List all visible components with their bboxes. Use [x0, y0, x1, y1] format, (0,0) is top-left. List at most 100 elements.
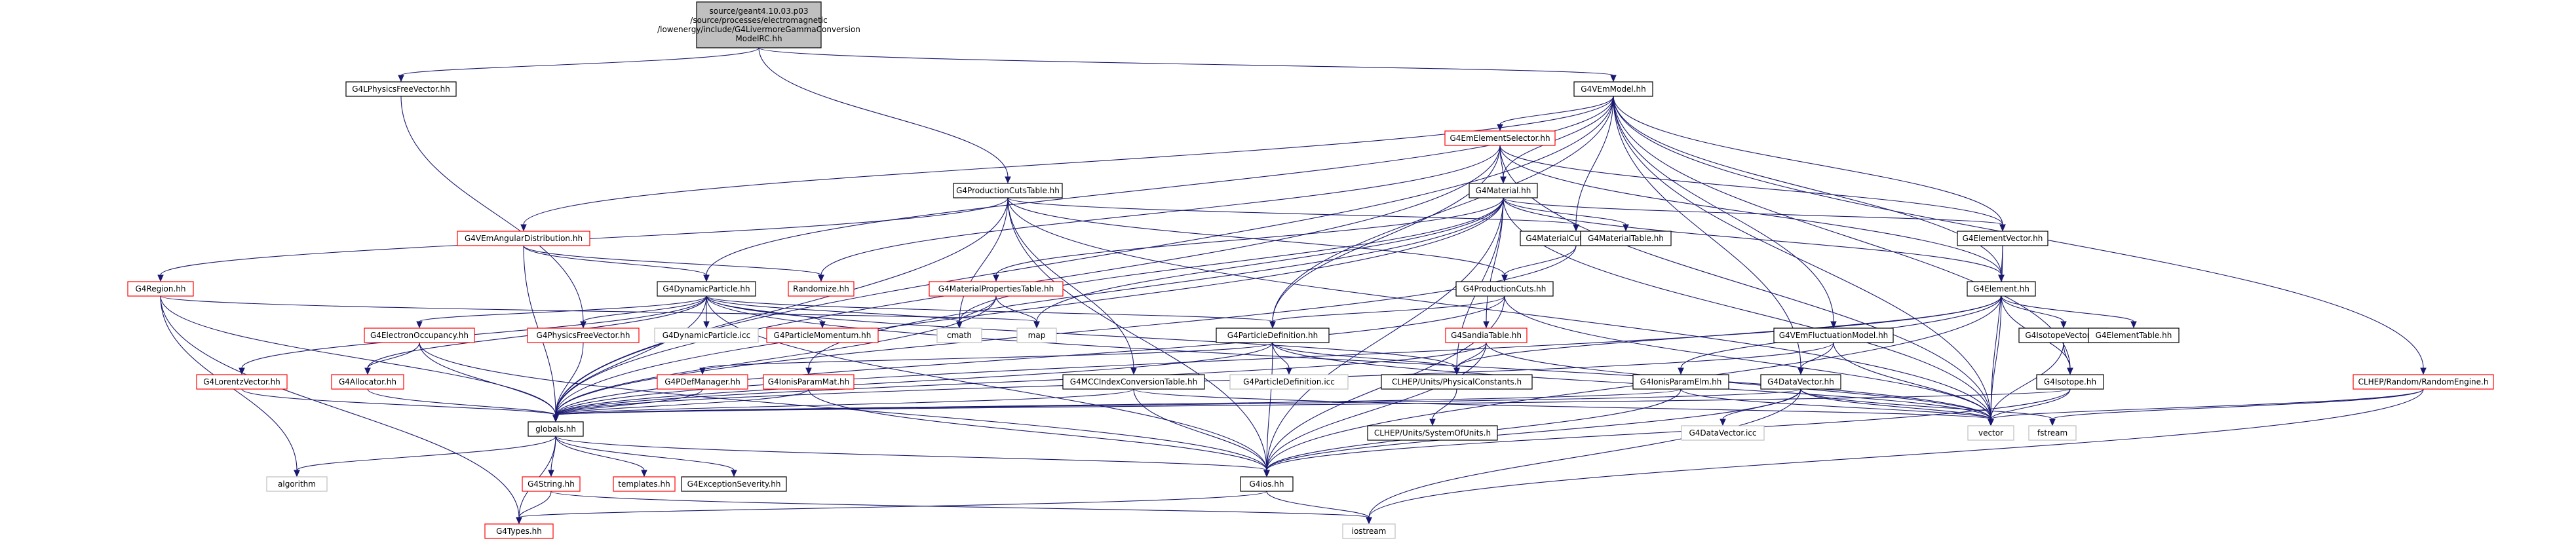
node-label: G4PDefManager.hh [664, 377, 740, 386]
node-label: G4ProductionCuts.hh [1463, 284, 1547, 293]
node-elvec[interactable]: G4ElementVector.hh [1957, 231, 2048, 246]
edge-line [1833, 342, 1991, 420]
edge-line [1007, 197, 1991, 420]
node-box [654, 328, 759, 343]
node-box [528, 421, 584, 437]
node-partmom[interactable]: G4ParticleMomentum.hh [766, 328, 879, 343]
node-isovec[interactable]: G4IsotopeVector.hh [2018, 328, 2109, 343]
node-label: G4String.hh [528, 479, 575, 489]
node-mattable[interactable]: G4MaterialTable.hh [1580, 231, 1672, 246]
node-sandia[interactable]: G4SandiaTable.hh [1445, 328, 1528, 343]
node-root[interactable]: source/geant4.10.03.p03/source/processes… [657, 1, 860, 48]
node-templates[interactable]: templates.hh [613, 476, 676, 492]
edge-lorentz-to-globals [241, 388, 559, 422]
edge-emsel-to-partdef [1269, 145, 1501, 329]
node-cmath[interactable]: cmath [936, 328, 982, 343]
node-box [266, 476, 328, 492]
node-physconst[interactable]: CLHEP/Units/PhysicalConstants.h [1381, 374, 1533, 390]
node-label: G4LPhysicsFreeVector.hh [352, 84, 450, 94]
node-label: G4MaterialTable.hh [1588, 234, 1664, 243]
node-eltable[interactable]: G4ElementTable.hh [2088, 328, 2180, 343]
node-box [1773, 328, 1894, 343]
edge-line [550, 436, 556, 471]
node-label: G4ExceptionSeverity.hh [687, 479, 781, 489]
node-iostream[interactable]: iostream [1342, 523, 1396, 539]
edge-line [1503, 96, 1614, 178]
node-fstream[interactable]: fstream [2028, 425, 2077, 441]
edge-arrowhead [1269, 321, 1276, 329]
node-pdefmgr[interactable]: G4PDefManager.hh [657, 374, 748, 390]
node-matprop[interactable]: G4MaterialPropertiesTable.hh [929, 281, 1064, 297]
node-box [1216, 328, 1330, 343]
edge-globals-to-g4string [548, 436, 556, 477]
edge-root-to-vem [758, 47, 1617, 83]
edge-line [419, 295, 707, 322]
node-partdeficc[interactable]: G4ParticleDefinition.icc [1229, 374, 1349, 390]
node-sysunits[interactable]: CLHEP/Units/SystemOfUnits.h [1367, 425, 1498, 441]
edge-dynpart-to-elocc [416, 295, 707, 329]
node-ionisparam[interactable]: G4IonisParamMat.hh [763, 374, 855, 390]
node-g4ios[interactable]: G4ios.hh [1240, 476, 1294, 492]
node-map[interactable]: map [1016, 328, 1057, 343]
node-label: G4MCCIndexConversionTable.hh [1070, 377, 1197, 386]
node-prodcutsh[interactable]: G4ProductionCuts.hh [1455, 281, 1554, 297]
edge-randeng-to-iostream [1366, 388, 2424, 525]
node-vector[interactable]: vector [1967, 425, 2014, 441]
node-dynicc[interactable]: G4DynamicParticle.icc [654, 328, 759, 343]
edge-line [1613, 96, 2071, 369]
edge-arrowhead [416, 321, 423, 329]
edge-line [400, 96, 584, 322]
node-allocator[interactable]: G4Allocator.hh [331, 374, 404, 390]
edge-arrowhead [993, 274, 999, 282]
edge-arrowhead [818, 274, 824, 282]
node-emsel[interactable]: G4EmElementSelector.hh [1444, 130, 1556, 146]
node-label: G4IonisParamMat.hh [768, 377, 849, 386]
node-g4types[interactable]: G4Types.hh [484, 523, 554, 539]
node-excsev[interactable]: G4ExceptionSeverity.hh [681, 476, 787, 492]
node-label: G4Material.hh [1476, 186, 1531, 195]
node-label: G4ProductionCutsTable.hh [956, 186, 1060, 195]
edge-line [400, 47, 759, 76]
edge-ionisparam-to-globals [552, 388, 809, 422]
node-elocc[interactable]: G4ElectronOccupancy.hh [364, 328, 475, 343]
node-prodcuts[interactable]: G4ProductionCutsTable.hh [953, 183, 1063, 198]
node-label: G4MaterialPropertiesTable.hh [938, 284, 1054, 293]
node-lphys[interactable]: G4LPhysicsFreeVector.hh [345, 81, 457, 97]
edge-line [555, 388, 809, 416]
node-datavec[interactable]: G4DataVector.hh [1760, 374, 1841, 390]
node-dynpart[interactable]: G4DynamicParticle.hh [657, 281, 756, 297]
node-mccindex[interactable]: G4MCCIndexConversionTable.hh [1062, 374, 1205, 390]
node-box [1455, 281, 1554, 297]
node-algorithm[interactable]: algorithm [266, 476, 328, 492]
edge-sandia-to-g4ios [1263, 342, 1487, 477]
edge-g4string-to-g4types [516, 491, 552, 525]
node-g4string[interactable]: G4String.hh [522, 476, 581, 492]
node-randomize[interactable]: Randomize.hh [788, 281, 855, 297]
edge-line [1503, 197, 2003, 225]
node-ionisparamelm[interactable]: G4IonisParamElm.hh [1632, 374, 1729, 390]
node-box [696, 1, 822, 48]
node-physfree[interactable]: G4PhysicsFreeVector.hh [527, 328, 640, 343]
edge-line [1504, 295, 1991, 420]
edge-element-to-isovec [2001, 295, 2067, 329]
node-vem[interactable]: G4VEmModel.hh [1573, 81, 1653, 97]
node-label: fstream [2037, 428, 2067, 438]
node-randeng[interactable]: CLHEP/Random/RandomEngine.h [2353, 374, 2494, 390]
node-datavecicc[interactable]: G4DataVector.icc [1681, 425, 1765, 441]
node-box [2036, 374, 2104, 390]
node-partdef[interactable]: G4ParticleDefinition.hh [1216, 328, 1330, 343]
edge-arrowhead [1005, 176, 1011, 184]
edge-line [1007, 197, 1134, 369]
node-vemfluct[interactable]: G4VEmFluctuationModel.hh [1773, 328, 1894, 343]
node-lorentz[interactable]: G4LorentzVector.hh [196, 374, 288, 390]
edge-line [1613, 96, 1991, 420]
edge-line [555, 295, 1505, 416]
node-emang[interactable]: G4VEmAngularDistribution.hh [457, 231, 590, 246]
node-globals[interactable]: globals.hh [528, 421, 584, 437]
node-isotope[interactable]: G4Isotope.hh [2036, 374, 2104, 390]
node-element[interactable]: G4Element.hh [1967, 281, 2036, 297]
node-box [1229, 374, 1349, 390]
node-region[interactable]: G4Region.hh [127, 281, 194, 297]
node-material[interactable]: G4Material.hh [1469, 183, 1538, 198]
node-box [1342, 523, 1396, 539]
